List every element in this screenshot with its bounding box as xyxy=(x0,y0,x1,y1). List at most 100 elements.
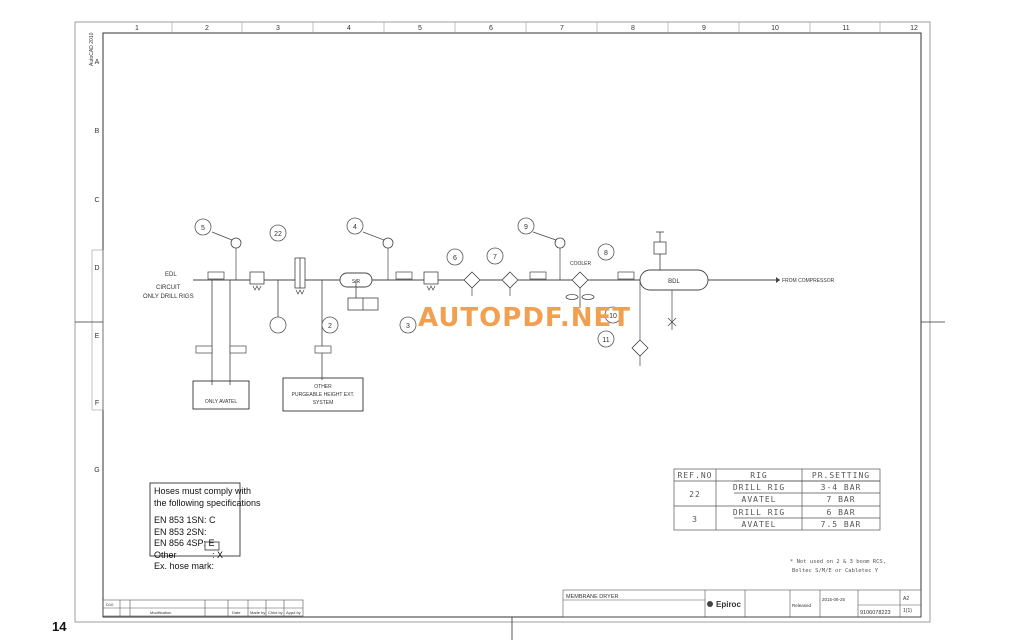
from-compressor-label: FROM COMPRESSOR xyxy=(782,278,835,284)
table-header-rig: RIG xyxy=(750,471,767,480)
col-num-9: 9 xyxy=(702,25,706,32)
branch-lines xyxy=(211,280,323,385)
callout-circles xyxy=(194,217,622,348)
col-num-1: 1 xyxy=(135,25,139,32)
spec-code-1: EN 853 1SN xyxy=(154,515,205,525)
row-letter-a: A xyxy=(95,59,100,66)
filter-drains xyxy=(471,288,581,300)
spec-title-1: Hoses must comply with xyxy=(154,486,252,496)
col-num-11: 11 xyxy=(842,25,849,32)
release-date: 2015-06-25 xyxy=(822,597,846,602)
callout-10: 10 xyxy=(609,313,617,320)
cooler-fan xyxy=(565,294,595,308)
table-setting-3: 6 BAR xyxy=(826,508,855,517)
spring-symbols xyxy=(252,285,436,295)
safety-valve xyxy=(653,231,667,270)
col-num-5: 5 xyxy=(418,25,422,32)
drain-branch xyxy=(639,280,677,366)
col-num-8: 8 xyxy=(631,25,635,32)
date-col-label: Date xyxy=(232,610,241,615)
note-line-2: Boltec S/M/E or Cabletec Y xyxy=(792,568,879,574)
col-num-12: 12 xyxy=(910,25,918,32)
table-setting-1: 3-4 BAR xyxy=(821,483,862,492)
circuit-label: CIRCUIT xyxy=(156,285,181,291)
callout-3: 3 xyxy=(406,323,410,330)
col-num-7: 7 xyxy=(560,25,564,32)
callout-2: 2 xyxy=(328,323,332,330)
table-header-ref: REF.NO xyxy=(678,471,713,480)
callout-6: 6 xyxy=(453,255,457,262)
gauge-lines xyxy=(211,231,561,280)
spec-title-2: the following specifications xyxy=(154,497,261,508)
only-avatel-label: ONLY AVATEL xyxy=(205,399,238,405)
brand-logo-text: Epiroc xyxy=(716,600,741,609)
table-ref-3: 3 xyxy=(692,515,698,524)
checked-by-label: Chkd by xyxy=(268,610,283,615)
col-num-6: 6 xyxy=(489,25,493,32)
table-ref-1: 22 xyxy=(689,490,701,499)
row-letter-c: C xyxy=(94,197,99,204)
column-ticks xyxy=(171,22,881,33)
spec-val-3: : E xyxy=(203,538,215,548)
row-letter-d: D xyxy=(94,265,99,272)
table-header-setting: PR.SETTING xyxy=(812,471,870,480)
hose-tags xyxy=(207,271,635,280)
col-num-2: 2 xyxy=(205,25,209,32)
row-letter-f: F xyxy=(95,400,99,407)
table-rig-1: DRILL RIG xyxy=(733,483,785,492)
compressor-arrow-icon xyxy=(776,277,780,283)
table-rig-3: DRILL RIG xyxy=(733,508,785,517)
lubrication-label-1: OTHER xyxy=(314,384,332,390)
col-num-10: 10 xyxy=(771,25,779,32)
spec-box-frame xyxy=(149,482,241,557)
spec-code-4: Other xyxy=(154,549,177,560)
filter-symbols xyxy=(463,271,649,357)
watermark: AUTOPDF.NET xyxy=(418,303,631,333)
callout-9: 9 xyxy=(524,224,528,231)
only-avatel-box xyxy=(192,380,250,410)
autocad-label: AutoCAD 2010 xyxy=(89,32,95,66)
modification-label: Modification xyxy=(150,610,171,615)
cooler-label: COOLER xyxy=(570,261,592,267)
page-number: 14 xyxy=(52,619,67,634)
row-letter-e: E xyxy=(95,333,100,340)
spec-val-1: : C xyxy=(204,515,216,525)
callout-11: 11 xyxy=(602,337,609,344)
row-letter-b: B xyxy=(95,128,100,135)
callout-7: 7 xyxy=(493,254,497,261)
drill-rigs-label: ONLY DRILL RIGS xyxy=(143,294,194,300)
table-rig-4: AVATEL xyxy=(742,520,777,529)
spec-hose-mark: Ex. hose mark: xyxy=(154,561,215,571)
spec-val-2: : xyxy=(204,526,207,537)
lubrication-label-3: SYSTEM xyxy=(313,400,334,406)
solenoid-valve xyxy=(347,280,379,311)
sheet-size: A2 xyxy=(903,596,909,602)
bdl-label: BDL xyxy=(668,279,680,285)
callout-5: 5 xyxy=(201,225,205,232)
spec-code-2: EN 853 2SN xyxy=(154,526,205,537)
callout-8: 8 xyxy=(604,250,608,257)
status-label: Released xyxy=(792,603,812,608)
spec-line-4: Other: X xyxy=(154,550,261,562)
revision-label: D10 xyxy=(106,602,114,607)
spec-line-2: EN 853 2SN: xyxy=(154,527,261,539)
revision-block xyxy=(102,599,304,617)
document-number: 9106078223 xyxy=(860,610,891,616)
hose-spec-box: Hoses must comply with the following spe… xyxy=(154,486,261,573)
spec-code-3: EN 856 4SP xyxy=(154,538,204,548)
made-by-label: Made by xyxy=(250,610,265,615)
title-block xyxy=(562,589,922,618)
table-rig-2: AVATEL xyxy=(742,495,777,504)
note-line-1: * Not used on 2 & 3 boom RCS, xyxy=(790,559,886,565)
row-letter-g: G xyxy=(94,467,99,474)
sheet-number: 1(1) xyxy=(903,608,912,614)
lubrication-label-2: PURGEABLE HEIGHT EXT. xyxy=(292,392,355,398)
col-num-4: 4 xyxy=(347,25,351,32)
centering-marks xyxy=(75,321,945,640)
setting-table xyxy=(673,468,881,531)
table-setting-2: 7 BAR xyxy=(826,495,855,504)
lubrication-box xyxy=(282,377,364,412)
table-setting-4: 7.5 BAR xyxy=(821,520,862,529)
callout-4: 4 xyxy=(353,224,357,231)
